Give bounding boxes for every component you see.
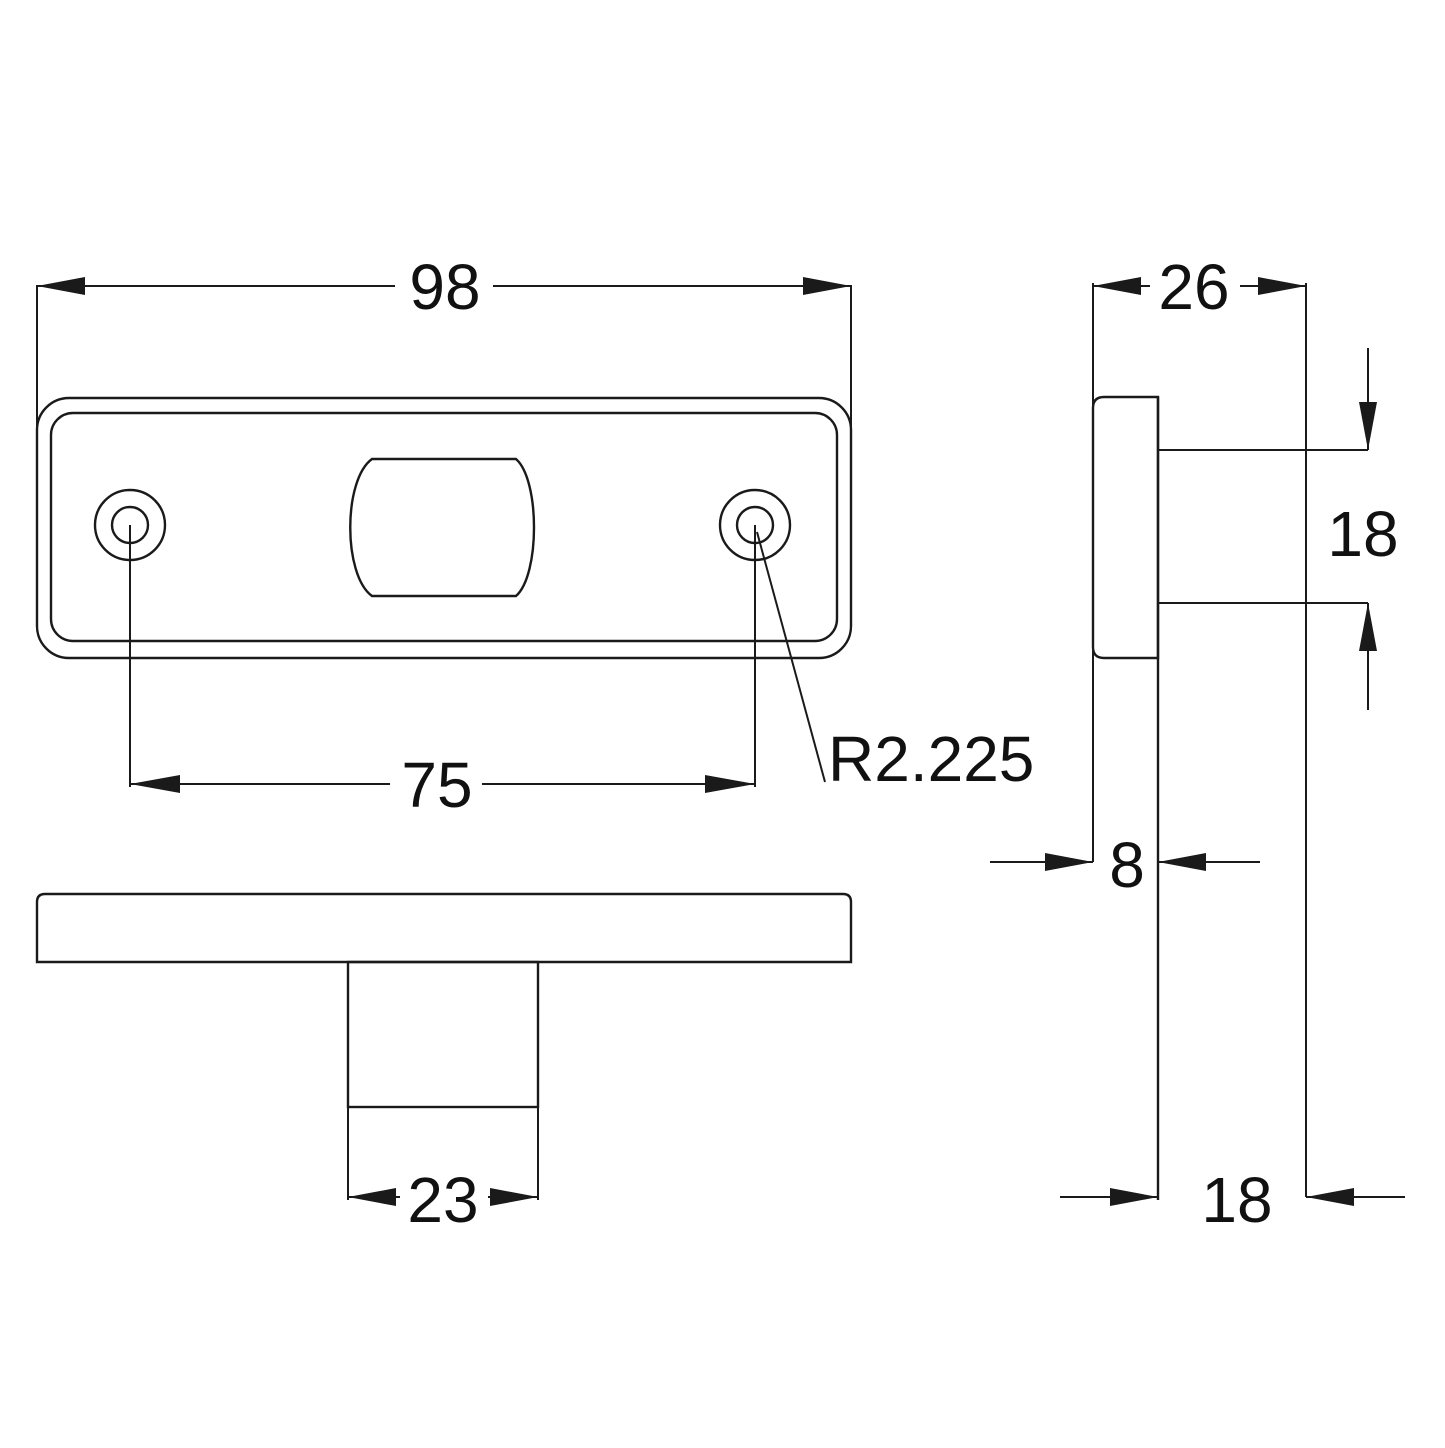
front-plate-inner bbox=[49, 411, 839, 643]
lens-window bbox=[349, 457, 536, 598]
dimension-label-18-horizontal: 18 bbox=[1201, 1164, 1272, 1236]
dimension-26: 26 bbox=[1092, 251, 1307, 1197]
dimension-18-vertical: 18 bbox=[1327, 348, 1399, 710]
leader-hole-radius: R2.225 bbox=[756, 531, 1034, 795]
dimension-8: 8 bbox=[990, 829, 1260, 901]
dimension-98: 98 bbox=[36, 251, 852, 430]
dimension-label-18-vertical: 18 bbox=[1327, 498, 1398, 570]
side-plate bbox=[1091, 395, 1160, 660]
dimension-label-26: 26 bbox=[1158, 251, 1229, 323]
dimension-label-8: 8 bbox=[1109, 829, 1145, 901]
dimension-label-23: 23 bbox=[407, 1164, 478, 1236]
dimension-label-75: 75 bbox=[401, 749, 472, 821]
dimension-18-horizontal: 18 bbox=[1060, 1164, 1405, 1236]
bottom-stem bbox=[346, 960, 540, 1109]
dimension-23: 23 bbox=[347, 1107, 539, 1236]
dimension-75: 75 bbox=[129, 525, 756, 821]
bottom-plate bbox=[35, 892, 853, 964]
front-view bbox=[35, 396, 853, 660]
dimension-label-hole-radius: R2.225 bbox=[828, 723, 1034, 795]
bottom-view bbox=[35, 892, 853, 1109]
dimension-label-98: 98 bbox=[409, 251, 480, 323]
front-plate-outer bbox=[35, 396, 853, 660]
